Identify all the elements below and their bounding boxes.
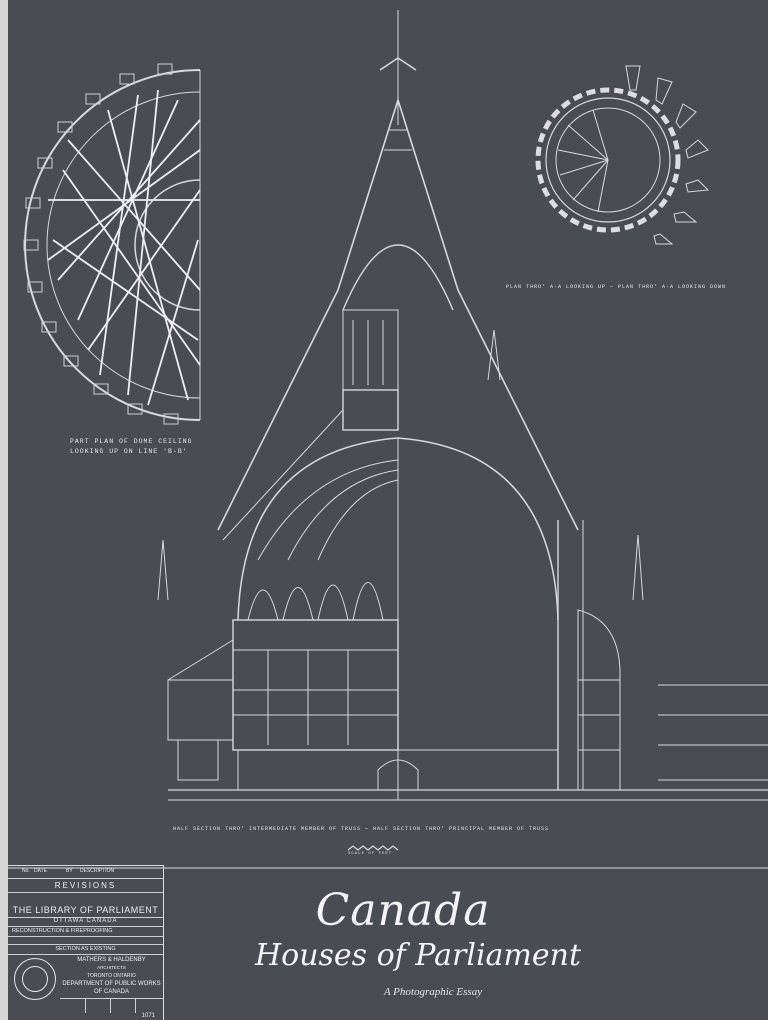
section-caption: HALF SECTION THRO' INTERMEDIATE MEMBER O…	[173, 826, 550, 832]
dome-plan-label: PART PLAN OF DOME CEILING	[70, 438, 193, 445]
reconstruction-line: RECONSTRUCTION & FIREPROOFING	[8, 926, 163, 937]
section-line: SECTION AS EXISTING	[8, 944, 163, 955]
cover-tagline: A Photographic Essay	[383, 986, 483, 998]
country-name: OF CANADA	[93, 989, 129, 995]
rev-date-label: DATE	[34, 868, 47, 874]
rev-by-label: BY	[66, 868, 73, 874]
firm-name: MATHERS & HALDENBY	[77, 957, 146, 963]
revisions-header-row: No. DATE BY DESCRIPTION	[8, 866, 163, 879]
dome-plan-label-line2: LOOKING UP ON LINE 'B-B'	[70, 448, 188, 455]
sheet-number: 1071	[141, 1013, 155, 1019]
rev-no-label: No.	[22, 868, 30, 874]
firm-role: ARCHITECTS	[97, 965, 126, 970]
department-seal	[14, 958, 56, 1000]
rev-desc-label: DESCRIPTION	[80, 868, 115, 874]
city-line: OTTAWA CANADA	[8, 917, 163, 927]
dome-ceiling-plan-drawing	[23, 63, 201, 425]
title-block: No. DATE BY DESCRIPTION REVISIONS THE LI…	[8, 865, 164, 1020]
section-elevation-drawing	[8, 10, 768, 869]
scale-label: SCALE OF FEET	[348, 852, 393, 856]
blank-line	[8, 936, 163, 945]
sheet-grid	[60, 998, 163, 1013]
department-name: DEPARTMENT OF PUBLIC WORKS	[62, 981, 161, 987]
cover-subtitle: Houses of Parliament	[254, 938, 582, 973]
firm-city: TORONTO ONTARIO	[87, 973, 136, 979]
firm-block: MATHERS & HALDENBY ARCHITECTS TORONTO ON…	[60, 956, 163, 996]
circular-plan-drawing	[535, 65, 710, 245]
library-title: THE LIBRARY OF PARLIAMENT	[8, 903, 163, 918]
plan-right-label: PLAN THRO' A-A LOOKING UP — PLAN THRO' A…	[506, 284, 727, 290]
revisions-title: REVISIONS	[8, 879, 163, 893]
blueprint-drawing	[8, 10, 768, 869]
cover-title: Canada	[315, 885, 491, 936]
cover-page: PART PLAN OF DOME CEILING LOOKING UP ON …	[8, 0, 768, 1020]
